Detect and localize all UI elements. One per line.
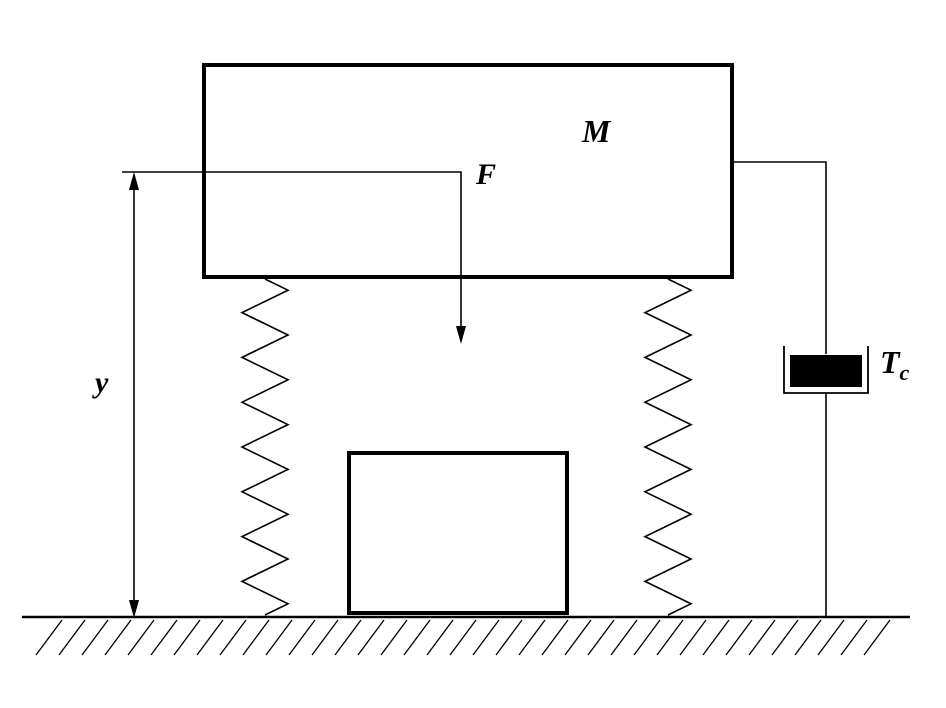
force-arrowhead [456,326,466,344]
hatch-line [334,619,362,656]
stop-block [347,451,569,615]
hatch-line [518,619,546,656]
hatch-line [58,619,86,656]
hatch-line [449,619,477,656]
hatch-line [564,619,592,656]
hatch-line [495,619,523,656]
hatch-line [265,619,293,656]
left-spring [240,278,290,616]
displacement-arrowhead-top [129,172,139,190]
right-spring [643,278,693,616]
displacement-arrowhead-bottom [129,600,139,618]
hatch-line [748,619,776,656]
friction-symbol: T [880,344,901,380]
hatch-line [127,619,155,656]
ground-hatching [35,619,891,656]
hatch-line [311,619,339,656]
hatch-line [81,619,109,656]
hatch-line [380,619,408,656]
hatch-line [541,619,569,656]
hatch-line [104,619,132,656]
friction-plate [790,355,862,387]
hatch-line [817,619,845,656]
hatch-line [702,619,730,656]
hatch-line [173,619,201,656]
hatch-line [840,619,868,656]
hatch-line [679,619,707,656]
hatch-line [794,619,822,656]
force-label: F [475,158,496,191]
friction-subscript: c [900,360,910,385]
hatch-line [426,619,454,656]
displacement-label: y [92,366,109,399]
hatch-line [656,619,684,656]
hatch-line [196,619,224,656]
mass-label: M [581,113,612,149]
hatch-line [771,619,799,656]
hatch-line [288,619,316,656]
hatch-line [863,619,891,656]
hatch-line [35,619,63,656]
hatch-line [403,619,431,656]
hatch-line [219,619,247,656]
hatch-line [472,619,500,656]
friction-label: Tc [880,344,910,385]
hatch-line [610,619,638,656]
force-reference-line [122,171,462,328]
hatch-line [587,619,615,656]
hatch-line [150,619,178,656]
hatch-line [357,619,385,656]
friction-upper-rod [732,161,827,354]
hatch-line [242,619,270,656]
mass-block [202,63,734,279]
hatch-line [725,619,753,656]
hatch-line [633,619,661,656]
